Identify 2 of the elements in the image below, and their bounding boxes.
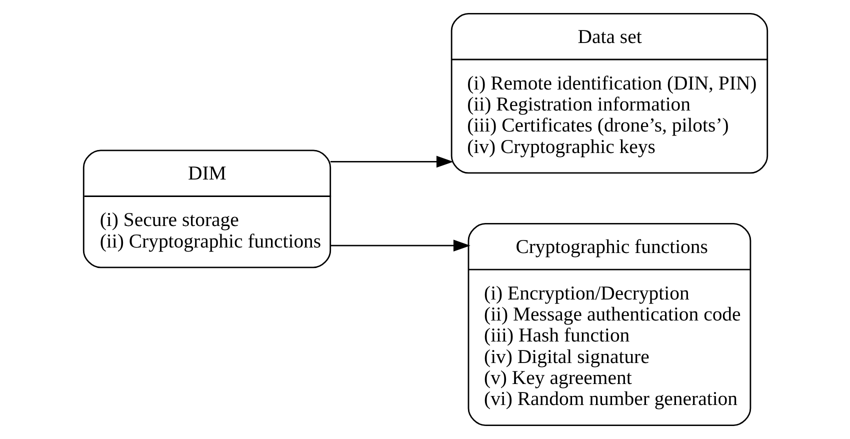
arrow: [330, 156, 453, 168]
arrow: [330, 240, 470, 252]
